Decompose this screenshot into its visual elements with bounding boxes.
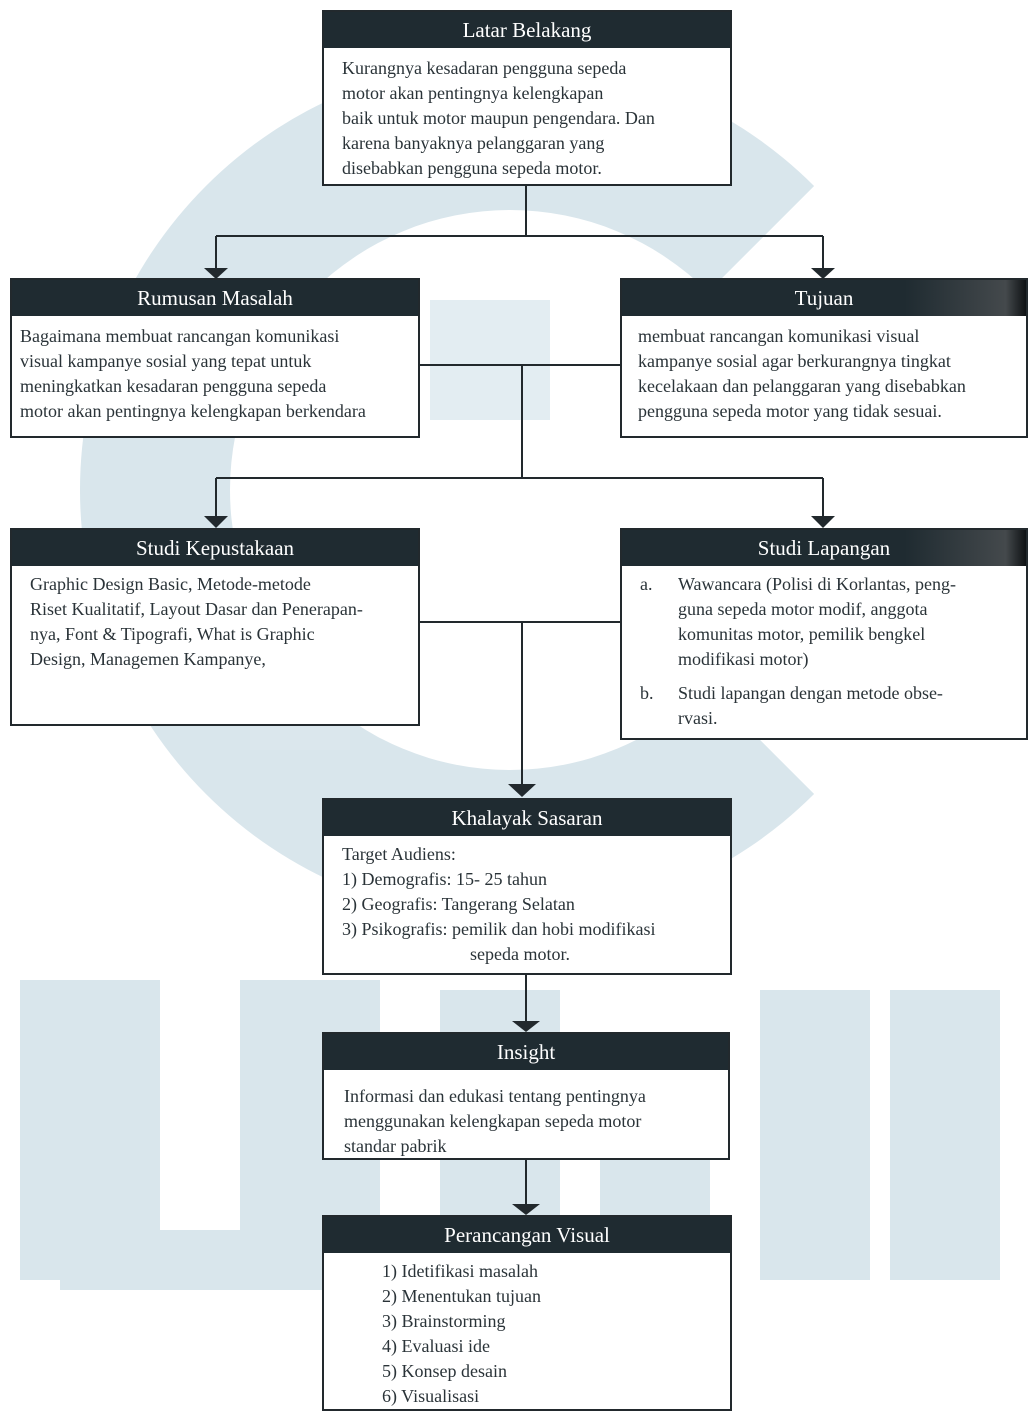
text-line: 4) Evaluasi ide	[382, 1336, 490, 1356]
studi-kepustakaan-box: Studi Kepustakaan Graphic Design Basic, …	[10, 528, 420, 726]
text-line: 2) Geografis: Tangerang Selatan	[342, 894, 575, 914]
tujuan-box: Tujuan membuat rancangan komunikasi visu…	[620, 278, 1028, 438]
latar-belakang-box: Latar Belakang Kurangnya kesadaran pengg…	[322, 10, 732, 186]
text-line: guna sepeda motor modif, anggota	[678, 599, 928, 619]
text-line: membuat rancangan komunikasi visual	[638, 326, 920, 346]
text-line: motor akan pentingnya kelengkapan	[342, 83, 604, 103]
text-line: kecelakaan dan pelanggaran yang disebabk…	[638, 376, 966, 396]
text-line: Kurangnya kesadaran pengguna sepeda	[342, 58, 627, 78]
arrow-head	[204, 268, 228, 279]
text-line: menggunakan kelengkapan sepeda motor	[344, 1111, 642, 1131]
text-line: modifikasi motor)	[678, 649, 809, 669]
text-line: kampanye sosial agar berkurangnya tingka…	[638, 351, 951, 371]
list-text: Wawancara (Polisi di Korlantas, peng- gu…	[678, 572, 1026, 672]
text-line: sepeda motor.	[470, 944, 570, 964]
khalayak-sasaran-title: Khalayak Sasaran	[324, 800, 730, 836]
text-line: Wawancara (Polisi di Korlantas, peng-	[678, 574, 956, 594]
khalayak-sasaran-text: Target Audiens: 1) Demografis: 15- 25 ta…	[324, 836, 730, 973]
arrow-head	[508, 784, 536, 797]
arrow-head	[512, 1021, 540, 1032]
text-line: 1) Idetifikasi masalah	[382, 1261, 538, 1281]
arrow-head	[512, 1204, 540, 1215]
studi-kepustakaan-text: Graphic Design Basic, Metode-metode Rise…	[12, 566, 418, 678]
rumusan-masalah-text: Bagaimana membuat rancangan komunikasi v…	[12, 316, 418, 430]
text-line: pengguna sepeda motor yang tidak sesuai.	[638, 401, 942, 421]
text-line: 3) Psikografis: pemilik dan hobi modifik…	[342, 919, 656, 939]
studi-lapangan-box: Studi Lapangan a. Wawancara (Polisi di K…	[620, 528, 1028, 740]
insight-text: Informasi dan edukasi tentang pentingnya…	[324, 1070, 728, 1165]
arrow-head	[811, 268, 835, 279]
text-line: meningkatkan kesadaran pengguna sepeda	[20, 376, 327, 396]
text-line: Design, Managemen Kampanye,	[30, 649, 266, 669]
studi-kepustakaan-title: Studi Kepustakaan	[12, 530, 418, 566]
text-line: standar pabrik	[344, 1136, 447, 1156]
text-line: Bagaimana membuat rancangan komunikasi	[20, 326, 340, 346]
text-line: 1) Demografis: 15- 25 tahun	[342, 869, 547, 889]
text-line: disebabkan pengguna sepeda motor.	[342, 158, 602, 178]
text-line: Riset Kualitatif, Layout Dasar dan Pener…	[30, 599, 363, 619]
watermark-letter-n2	[890, 990, 1000, 1280]
text-line: karena banyaknya pelanggaran yang	[342, 133, 605, 153]
text-line: visual kampanye sosial yang tepat untuk	[20, 351, 312, 371]
insight-box: Insight Informasi dan edukasi tentang pe…	[322, 1032, 730, 1160]
text-line: 2) Menentukan tujuan	[382, 1286, 541, 1306]
studi-lapangan-title: Studi Lapangan	[622, 530, 1026, 566]
perancangan-visual-title: Perancangan Visual	[324, 1217, 730, 1253]
text-line: motor akan pentingnya kelengkapan berken…	[20, 401, 366, 421]
list-marker: b.	[640, 683, 654, 703]
text-line: 5) Konsep desain	[382, 1361, 507, 1381]
tujuan-text: membuat rancangan komunikasi visual kamp…	[622, 316, 1026, 430]
latar-belakang-text: Kurangnya kesadaran pengguna sepeda moto…	[324, 48, 730, 187]
list-text: Studi lapangan dengan metode obse- rvasi…	[678, 681, 1026, 731]
studi-lapangan-list: a. Wawancara (Polisi di Korlantas, peng-…	[622, 566, 1026, 746]
watermark-block	[430, 300, 550, 420]
text-line: komunitas motor, pemilik bengkel	[678, 624, 926, 644]
list-item: a. Wawancara (Polisi di Korlantas, peng-…	[640, 572, 1026, 672]
insight-title: Insight	[324, 1034, 728, 1070]
arrow-head	[204, 516, 228, 528]
text-line: Graphic Design Basic, Metode-metode	[30, 574, 311, 594]
text-line: 3) Brainstorming	[382, 1311, 506, 1331]
text-line: 6) Visualisasi	[382, 1386, 480, 1406]
text-line: nya, Font & Tipografi, What is Graphic	[30, 624, 315, 644]
text-line: rvasi.	[678, 708, 718, 728]
arrow-head	[811, 516, 835, 528]
text-line: Studi lapangan dengan metode obse-	[678, 683, 943, 703]
perancangan-visual-text: 1) Idetifikasi masalah 2) Menentukan tuj…	[324, 1253, 730, 1415]
rumusan-masalah-title: Rumusan Masalah	[12, 280, 418, 316]
text-line: Informasi dan edukasi tentang pentingnya	[344, 1086, 646, 1106]
list-item: b. Studi lapangan dengan metode obse- rv…	[640, 681, 1026, 731]
watermark-letter-u-base	[60, 1230, 360, 1290]
perancangan-visual-box: Perancangan Visual 1) Idetifikasi masala…	[322, 1215, 732, 1411]
watermark-letter-n	[760, 990, 870, 1280]
latar-belakang-title: Latar Belakang	[324, 12, 730, 48]
text-line: Target Audiens:	[342, 844, 456, 864]
list-marker: a.	[640, 574, 653, 594]
tujuan-title: Tujuan	[622, 280, 1026, 316]
text-line: baik untuk motor maupun pengendara. Dan	[342, 108, 655, 128]
rumusan-masalah-box: Rumusan Masalah Bagaimana membuat rancan…	[10, 278, 420, 438]
khalayak-sasaran-box: Khalayak Sasaran Target Audiens: 1) Demo…	[322, 798, 732, 975]
